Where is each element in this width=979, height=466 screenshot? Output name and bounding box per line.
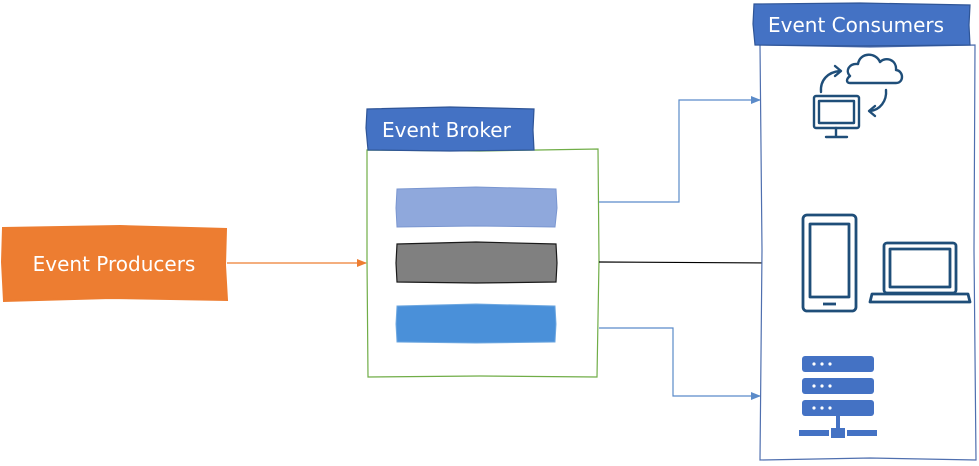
event-producers-node: Event Producers	[0, 224, 229, 303]
event-broker-label: Event Broker	[382, 118, 512, 142]
event-consumers-node: Event Consumers	[752, 2, 977, 461]
broker-to-cloud-consumer-arrow	[599, 96, 761, 203]
queue-light-blue	[395, 186, 558, 228]
event-consumers-container	[759, 44, 977, 461]
event-broker-node: Event Broker	[365, 106, 600, 378]
broker-to-server-consumer-arrow	[599, 327, 761, 400]
event-producers-box	[0, 224, 229, 303]
event-broker-header	[365, 106, 535, 152]
phone-icon	[801, 213, 858, 313]
queue-blue	[395, 303, 557, 344]
event-consumers-label: Event Consumers	[768, 13, 944, 37]
cloud-sync-computer-icon	[812, 53, 904, 139]
laptop-icon	[868, 241, 972, 304]
broker-to-device-consumer-arrow	[598, 258, 778, 267]
queue-gray	[395, 241, 558, 284]
event-producers-label: Event Producers	[33, 252, 196, 276]
server-network-icon	[799, 356, 877, 438]
event-consumers-header	[752, 2, 971, 47]
